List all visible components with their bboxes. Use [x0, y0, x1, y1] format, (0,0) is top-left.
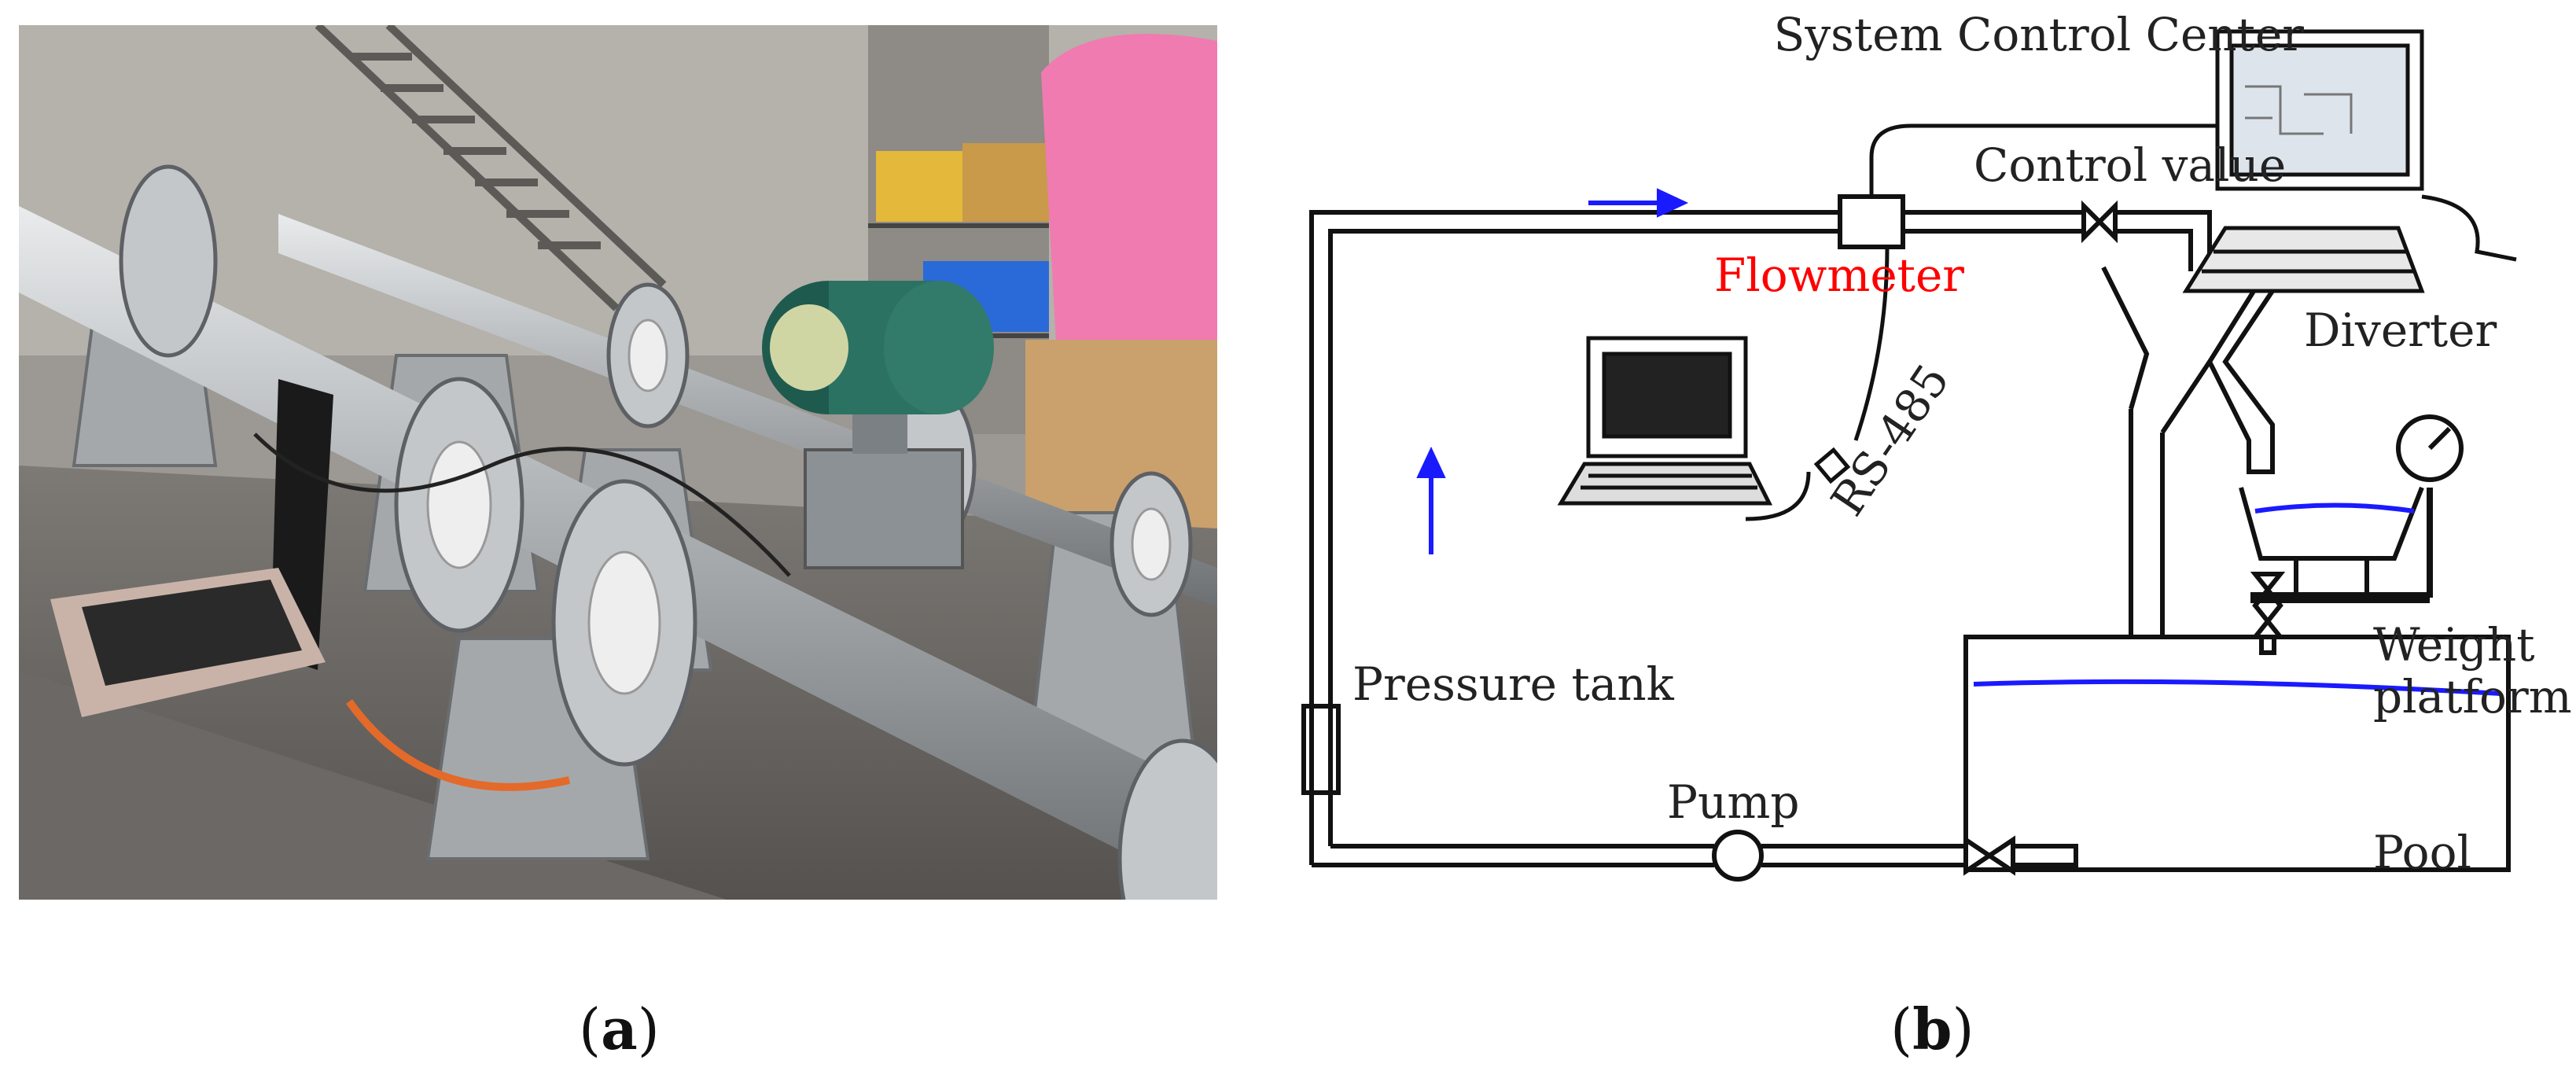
test-rig-photo	[19, 25, 1217, 900]
weighing-water-line	[2254, 503, 2415, 514]
caption-b-letter: b	[1912, 996, 1952, 1062]
rs485-cable	[1853, 246, 1890, 441]
caption-a-close: )	[637, 996, 660, 1062]
caption-a-letter: a	[601, 996, 638, 1062]
flow-calibration-schematic: System Control Center Control value Flow…	[1258, 0, 2576, 928]
control-cable	[1869, 123, 2225, 197]
schematic-svg: System Control Center Control value Flow…	[1301, 8, 2572, 882]
valve-icon	[1963, 835, 2015, 876]
stairs	[315, 25, 667, 311]
caption-a-open: (	[579, 996, 602, 1062]
caption-b-open: (	[1890, 996, 1913, 1062]
diverter	[2101, 266, 2150, 410]
pipeline	[1309, 210, 2212, 867]
label-rs485: RS-485	[1820, 355, 1960, 525]
label-platform: platform	[2373, 670, 2572, 723]
flowmeter-box	[1838, 194, 1905, 249]
label-pump: Pump	[1667, 775, 1800, 829]
pressure-tank-box	[1301, 704, 1341, 795]
pool-water-line	[1973, 679, 2501, 696]
pool-tank	[1963, 635, 2511, 872]
weighing-tank	[2239, 486, 2424, 561]
laptop-icon	[50, 379, 333, 717]
pressure-gauge-icon	[2396, 414, 2464, 482]
caption-a: (a)	[579, 996, 660, 1062]
label-diverter: Diverter	[2304, 304, 2497, 357]
laptop-icon	[1557, 336, 1773, 506]
pink-package	[1041, 34, 1217, 381]
test-rig-photo-illustration	[19, 25, 1217, 900]
flow-direction-arrow-icon	[1416, 188, 1689, 554]
drain-valve-icon	[2250, 572, 2286, 639]
flowmeter-transmitter	[762, 281, 994, 569]
label-system-control-center: System Control Center	[1774, 8, 2305, 61]
label-pool: Pool	[2373, 826, 2471, 879]
rs485-connector-icon	[1813, 447, 1851, 484]
desktop-computer-icon	[2182, 29, 2517, 293]
label-control-value: Control value	[1974, 138, 2286, 192]
label-pressure-tank: Pressure tank	[1352, 657, 1675, 711]
caption-b-close: )	[1952, 996, 1974, 1062]
pump-icon	[1712, 830, 1764, 882]
label-flowmeter: Flowmeter	[1714, 248, 1964, 302]
caption-b: (b)	[1890, 996, 1974, 1062]
label-weight: Weight	[2373, 618, 2535, 672]
control-valve-icon	[2081, 200, 2118, 244]
test-pipe	[278, 214, 1217, 607]
